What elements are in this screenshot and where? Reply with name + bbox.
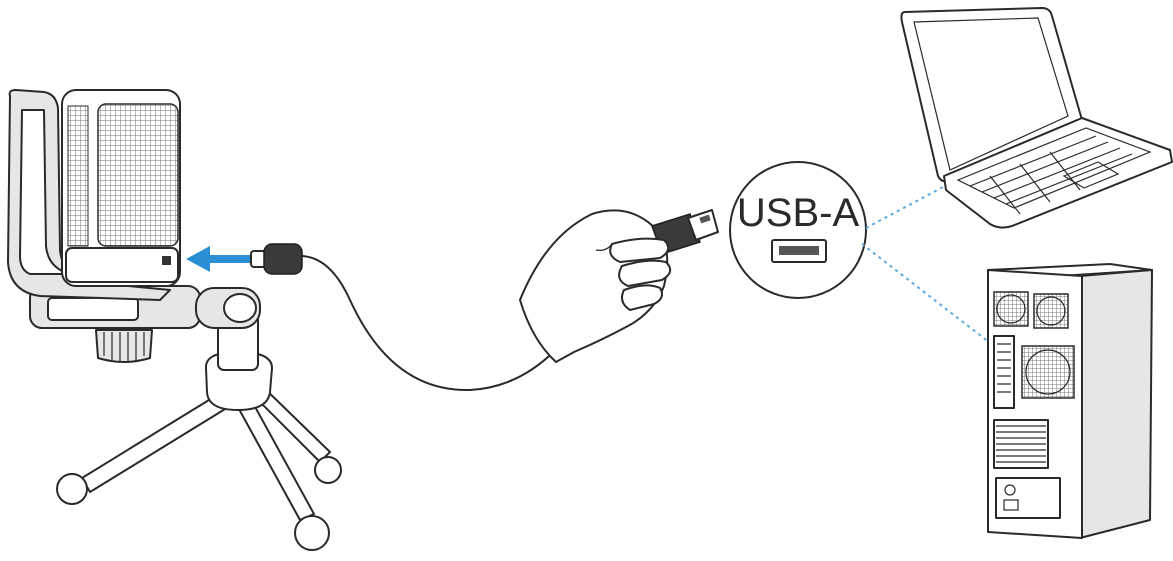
usb-a-callout: USB-A — [730, 162, 866, 298]
port-label: USB-A — [737, 191, 860, 235]
desktop-tower-icon — [988, 264, 1152, 538]
usb-microphone-icon — [8, 90, 341, 550]
usb-a-port-icon — [772, 240, 826, 262]
arrow-left-icon — [186, 246, 250, 272]
microphone-usb-port — [162, 256, 171, 265]
microphone-grille — [98, 104, 178, 246]
laptop-icon — [901, 8, 1172, 228]
hand-icon — [520, 210, 718, 362]
